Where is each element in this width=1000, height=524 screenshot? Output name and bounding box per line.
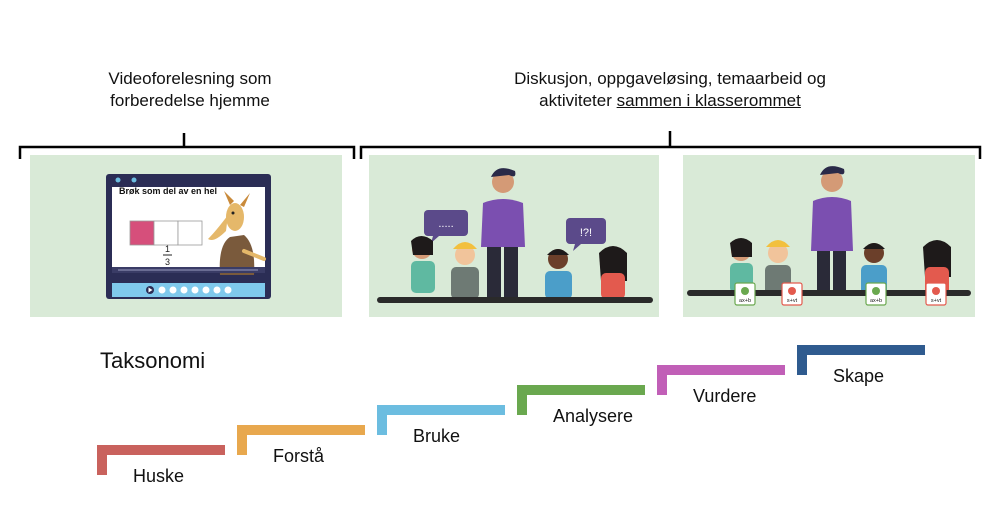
teacher-figure bbox=[811, 166, 853, 295]
student-3 bbox=[545, 249, 572, 299]
taxonomy-step-leg bbox=[517, 385, 527, 415]
activity-illustration: ax+b s+vt ax+b s+vt bbox=[687, 166, 971, 306]
thumbs-down-icon bbox=[932, 287, 940, 295]
taxonomy-step-bar bbox=[237, 425, 365, 435]
taxonomy-step-label: Skape bbox=[833, 366, 885, 386]
card-thumbs-up-1: ax+b bbox=[734, 282, 756, 306]
student-4 bbox=[599, 246, 627, 299]
caption-right-prefix: aktiviteter bbox=[539, 91, 617, 110]
taxonomy-step-leg bbox=[797, 345, 807, 375]
video-illustration: 1 3 bbox=[112, 176, 266, 297]
student-1 bbox=[411, 236, 435, 293]
fraction-filled-part bbox=[129, 220, 155, 246]
taxonomy-step-bar bbox=[97, 445, 225, 455]
dog-character bbox=[208, 191, 266, 275]
student-2 bbox=[451, 242, 479, 299]
taxonomy-step-label: Huske bbox=[133, 466, 185, 486]
thumbs-up-icon bbox=[872, 287, 880, 295]
card-thumbs-down-1: s+vt bbox=[781, 282, 803, 306]
thumbs-down-icon bbox=[788, 287, 796, 295]
video-title: Brøk som del av en hel bbox=[119, 186, 218, 196]
left-brace bbox=[18, 133, 356, 159]
taxonomy-step-leg bbox=[97, 445, 107, 475]
video-nav-icon bbox=[115, 177, 121, 183]
taxonomy-step-leg bbox=[657, 365, 667, 395]
video-lecture-panel: 1 3 Brøk som del av en hel bbox=[30, 155, 342, 317]
activity-panel: ax+b s+vt ax+b s+vt bbox=[683, 155, 975, 317]
caption-left-line1: Videoforelesning som bbox=[108, 69, 272, 88]
fraction-numerator: 1 bbox=[165, 244, 170, 254]
caption-right-line1: Diskusjon, oppgaveløsing, temaarbeid og bbox=[514, 69, 826, 88]
svg-text:.....: ..... bbox=[438, 218, 453, 230]
svg-text:s+vt: s+vt bbox=[931, 298, 942, 304]
video-nav-icon-2 bbox=[131, 177, 137, 183]
taxonomy-title: Taksonomi bbox=[100, 348, 206, 373]
speech-bubble-exclaim bbox=[566, 218, 606, 244]
taxonomy-step-leg bbox=[237, 425, 247, 455]
taxonomy-step-leg bbox=[377, 405, 387, 435]
caption-right-line2: aktiviteter sammen i klasserommet bbox=[455, 90, 885, 112]
taxonomy-step-label: Bruke bbox=[413, 426, 461, 446]
taxonomy-step-label: Analysere bbox=[553, 406, 634, 426]
svg-text:ax+b: ax+b bbox=[870, 298, 882, 304]
speech-bubble-dots bbox=[424, 210, 468, 236]
desk bbox=[377, 297, 653, 303]
right-brace bbox=[359, 131, 982, 159]
taxonomy-step-label: Vurdere bbox=[693, 386, 757, 406]
caption-home-video: Videoforelesning som forberedelse hjemme bbox=[60, 68, 320, 112]
svg-text:!?!: !?! bbox=[580, 227, 592, 239]
taxonomy-step-bar bbox=[657, 365, 785, 375]
teacher-figure bbox=[481, 168, 525, 299]
card-thumbs-down-2: s+vt bbox=[925, 282, 947, 306]
taxonomy-step-bar bbox=[377, 405, 505, 415]
taxonomy-step-label: Forstå bbox=[273, 446, 325, 466]
fraction-denominator: 3 bbox=[165, 257, 170, 267]
taxonomy-step-bar bbox=[797, 345, 925, 355]
taxonomy-step-bar bbox=[517, 385, 645, 395]
desk bbox=[687, 290, 971, 296]
discussion-illustration: ..... !?! bbox=[377, 168, 653, 303]
thumbs-up-icon bbox=[741, 287, 749, 295]
caption-classroom: Diskusjon, oppgaveløsing, temaarbeid og … bbox=[455, 68, 885, 112]
caption-right-underlined: sammen i klasserommet bbox=[616, 91, 801, 110]
caption-left-line2: forberedelse hjemme bbox=[110, 91, 270, 110]
svg-text:s+vt: s+vt bbox=[787, 298, 798, 304]
discussion-panel: ..... !?! bbox=[369, 155, 659, 317]
card-thumbs-up-2: ax+b bbox=[865, 282, 887, 306]
svg-text:ax+b: ax+b bbox=[739, 298, 751, 304]
video-controls-bar bbox=[112, 283, 265, 297]
